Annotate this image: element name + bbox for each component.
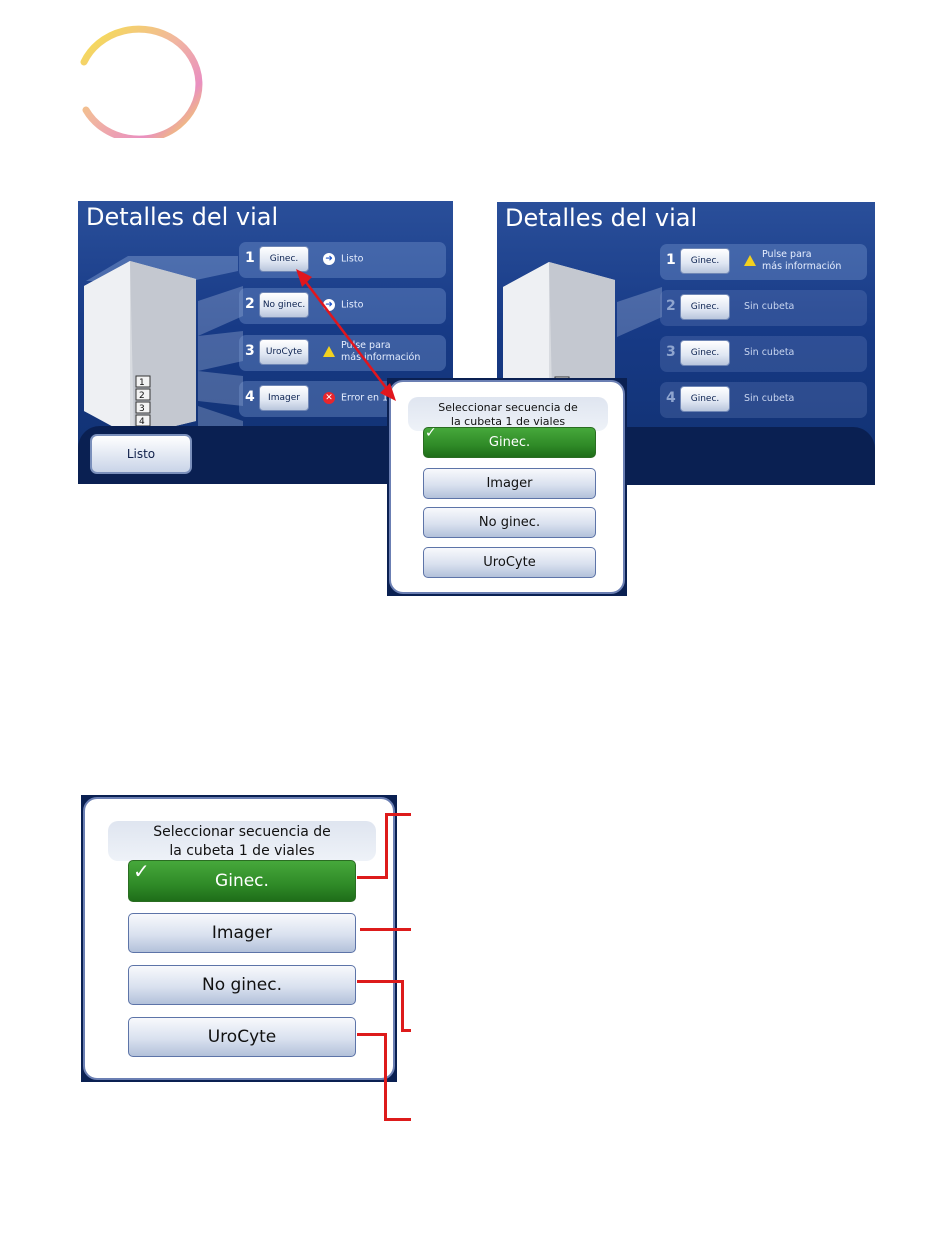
done-button[interactable]: Listo [90,434,192,474]
row-number: 1 [245,250,255,266]
svg-text:4: 4 [139,417,145,427]
sequence-button[interactable]: Ginec. [259,246,309,272]
callout-line-noginec-v [401,980,404,1032]
option-ginec[interactable]: ✓ Ginec. [128,859,356,902]
row-status: Sin cubeta [744,347,795,358]
vial-row-4: 4 Ginec. Sin cubeta [660,382,867,418]
callout-line-urocyte-h [384,1118,411,1121]
vial-row-3: 3 Ginec. Sin cubeta [660,336,867,372]
svg-text:3: 3 [139,404,145,414]
warning-icon [323,346,335,357]
warning-icon [744,255,756,266]
processor-illustration: 1 2 3 4 [84,256,243,431]
row-number: 4 [666,390,676,406]
option-imager[interactable]: Imager [128,913,356,953]
vial-details-screen-right: Detalles del vial 1 2 1 Ginec. Pulse par… [497,202,875,485]
callout-line-imager [360,928,411,931]
sequence-button[interactable]: UroCyte [259,339,309,365]
row-number: 1 [666,252,676,268]
row-status: Sin cubeta [744,393,795,404]
error-icon: ✕ [323,392,335,404]
callout-line-ginec-h [385,813,411,816]
sequence-button[interactable]: Ginec. [680,386,730,412]
sequence-button[interactable]: Ginec. [680,248,730,274]
vial-row-1: 1 Ginec. ➜Listo [239,242,446,278]
row-status: ➜Listo [323,253,363,266]
row-status: Sin cubeta [744,301,795,312]
callout-line-ginec [357,876,388,879]
option-imager[interactable]: Imager [423,468,596,499]
callout-line-noginec-h [401,1029,411,1032]
option-urocyte[interactable]: UroCyte [423,547,596,578]
callout-line-urocyte [357,1033,387,1036]
vial-row-2: 2 Ginec. Sin cubeta [660,290,867,326]
sequence-button[interactable]: Ginec. [680,294,730,320]
vial-row-2: 2 No ginec. ➜Listo [239,288,446,324]
row-status: ✕Error en 1 [323,392,388,405]
ready-icon: ➜ [323,253,335,265]
sequence-button[interactable]: No ginec. [259,292,309,318]
option-no-ginec[interactable]: No ginec. [423,507,596,538]
option-no-ginec[interactable]: No ginec. [128,965,356,1005]
screen-title: Detalles del vial [86,203,279,231]
check-icon: ✓ [133,859,150,883]
red-double-arrow [296,269,396,401]
screen-title: Detalles del vial [505,204,698,232]
svg-text:2: 2 [139,391,145,401]
sequence-button[interactable]: Ginec. [680,340,730,366]
svg-text:1: 1 [139,378,145,388]
callout-line-ginec-v [385,813,388,879]
logo-ring [80,25,203,138]
option-ginec[interactable]: ✓ Ginec. [423,425,596,458]
check-icon: ✓ [425,425,437,441]
option-urocyte[interactable]: UroCyte [128,1017,356,1057]
vial-details-screen-left: Detalles del vial 1 2 3 4 1 Ginec. ➜List… [78,201,453,484]
callout-line-urocyte-v [384,1033,387,1121]
row-number: 3 [245,343,255,359]
row-number: 3 [666,344,676,360]
row-number: 4 [245,389,255,405]
callout-line-noginec [357,980,404,983]
row-number: 2 [245,296,255,312]
sequence-button[interactable]: Imager [259,385,309,411]
row-number: 2 [666,298,676,314]
